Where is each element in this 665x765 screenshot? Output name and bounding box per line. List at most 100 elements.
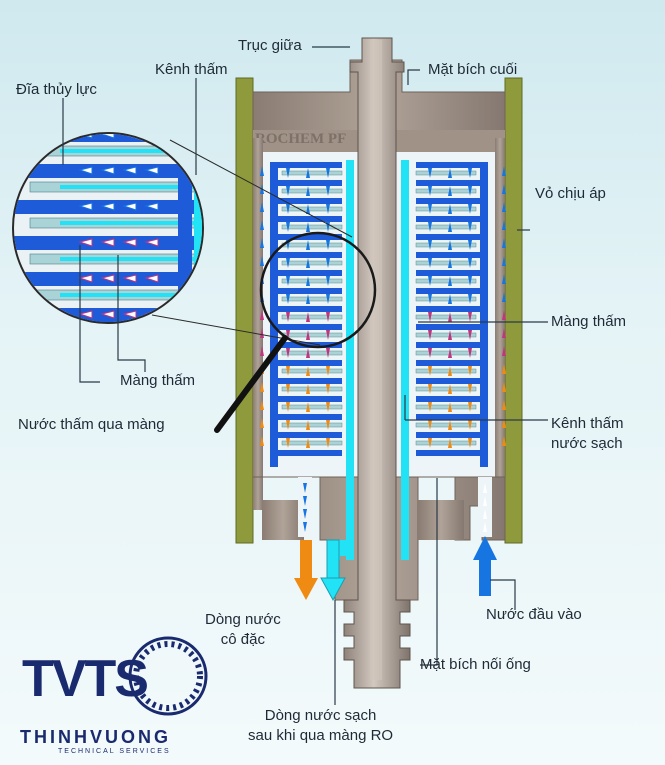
flow-marker [306,294,310,304]
flow-marker [260,382,264,392]
flow-marker [326,330,330,340]
flow-marker [448,384,452,394]
brand-stamp: ROCHEM PF [255,131,346,147]
hydraulic-disc [416,360,488,366]
zoom-permeate [60,221,202,225]
flow-marker [326,312,330,322]
flow-marker [286,186,290,196]
flow-marker [502,184,506,194]
flow-marker [428,168,432,178]
flow-marker [483,496,487,506]
flow-marker [428,438,432,448]
zoom-flow-marker [100,166,115,175]
flow-marker [502,310,506,320]
flow-marker [428,384,432,394]
flange-lower-body-r [418,500,464,540]
membrane-cushion [415,314,477,320]
zoom-flow-marker [78,238,93,247]
flow-marker [448,222,452,232]
flow-marker [286,294,290,304]
flow-marker [502,364,506,374]
zoom-flow-marker [100,202,115,211]
flow-marker [428,366,432,376]
flow-marker [428,312,432,322]
flow-marker [502,292,506,302]
hydraulic-disc [416,432,488,438]
hydraulic-disc [270,432,342,438]
membrane-cushion [281,386,343,392]
logo-name: THINHVUONG [20,727,171,747]
hydraulic-disc [416,450,488,456]
flow-marker [260,256,264,266]
label-concentrate: Dòng nước cô đặc [205,610,281,650]
hydraulic-disc [270,360,342,366]
flow-marker [260,346,264,356]
flow-marker [306,168,310,178]
zoom-flow-marker [144,238,159,247]
zoom-flow-marker [100,274,115,283]
flow-marker [306,240,310,250]
label-permeate-channel-top: Kênh thấm [155,61,228,78]
concentrate-port [298,477,312,537]
label-clean-permeate-channel-l1: Kênh thấm [551,415,624,432]
flow-marker [306,384,310,394]
zoom-flow-marker [122,310,137,319]
hydraulic-disc [270,396,342,402]
disc-spine [270,162,278,467]
flow-marker [502,436,506,446]
membrane-cushion [281,332,343,338]
feed-port [478,477,492,537]
flow-marker [260,418,264,428]
flow-marker [286,438,290,448]
flow-marker [326,204,330,214]
label-hydraulic-disc: Đĩa thủy lực [16,81,97,98]
hydraulic-disc [416,288,488,294]
flow-marker [428,294,432,304]
flow-marker [286,420,290,430]
magnifier-lens [259,231,377,349]
membrane-cushion [415,440,477,446]
flow-marker [502,274,506,284]
flow-marker [448,420,452,430]
membrane-cushion [281,404,343,410]
flow-marker [483,483,487,493]
flow-marker [260,166,264,176]
membrane-cushion [281,260,343,266]
flow-marker [448,240,452,250]
membrane-cushion [415,278,477,284]
pressure-vessel-left-wall [235,77,254,544]
label-end-flange: Mặt bích cuối [428,61,518,78]
flow-marker [428,330,432,340]
label-permeate-water: Nước thấm qua màng [18,416,165,433]
flow-marker [468,384,472,394]
membrane-cushion [415,404,477,410]
flow-marker [428,222,432,232]
flow-marker [448,168,452,178]
hydraulic-disc [416,378,488,384]
hydraulic-disc [270,306,342,312]
zoom-flow-marker [100,134,115,139]
flow-marker [502,400,506,410]
zoom-flow-marker [122,202,137,211]
label-membrane-right: Màng thấm [551,313,627,330]
flow-marker [306,222,310,232]
flow-marker [306,258,310,268]
flow-marker [286,348,290,358]
hydraulic-disc [416,162,488,168]
flow-marker [468,312,472,322]
housing-left-wall [253,138,263,510]
flow-marker [306,186,310,196]
flow-marker [260,400,264,410]
hydraulic-disc [270,234,342,240]
flow-marker [260,202,264,212]
flow-marker [260,328,264,338]
flow-marker [428,258,432,268]
feed-water-arrow [473,536,497,596]
flow-marker [326,384,330,394]
label-center-shaft: Trục giữa [238,37,302,54]
hydraulic-disc [270,324,342,330]
flow-marker [468,294,472,304]
flow-marker [502,418,506,428]
hydraulic-disc [270,180,342,186]
flow-marker [326,258,330,268]
